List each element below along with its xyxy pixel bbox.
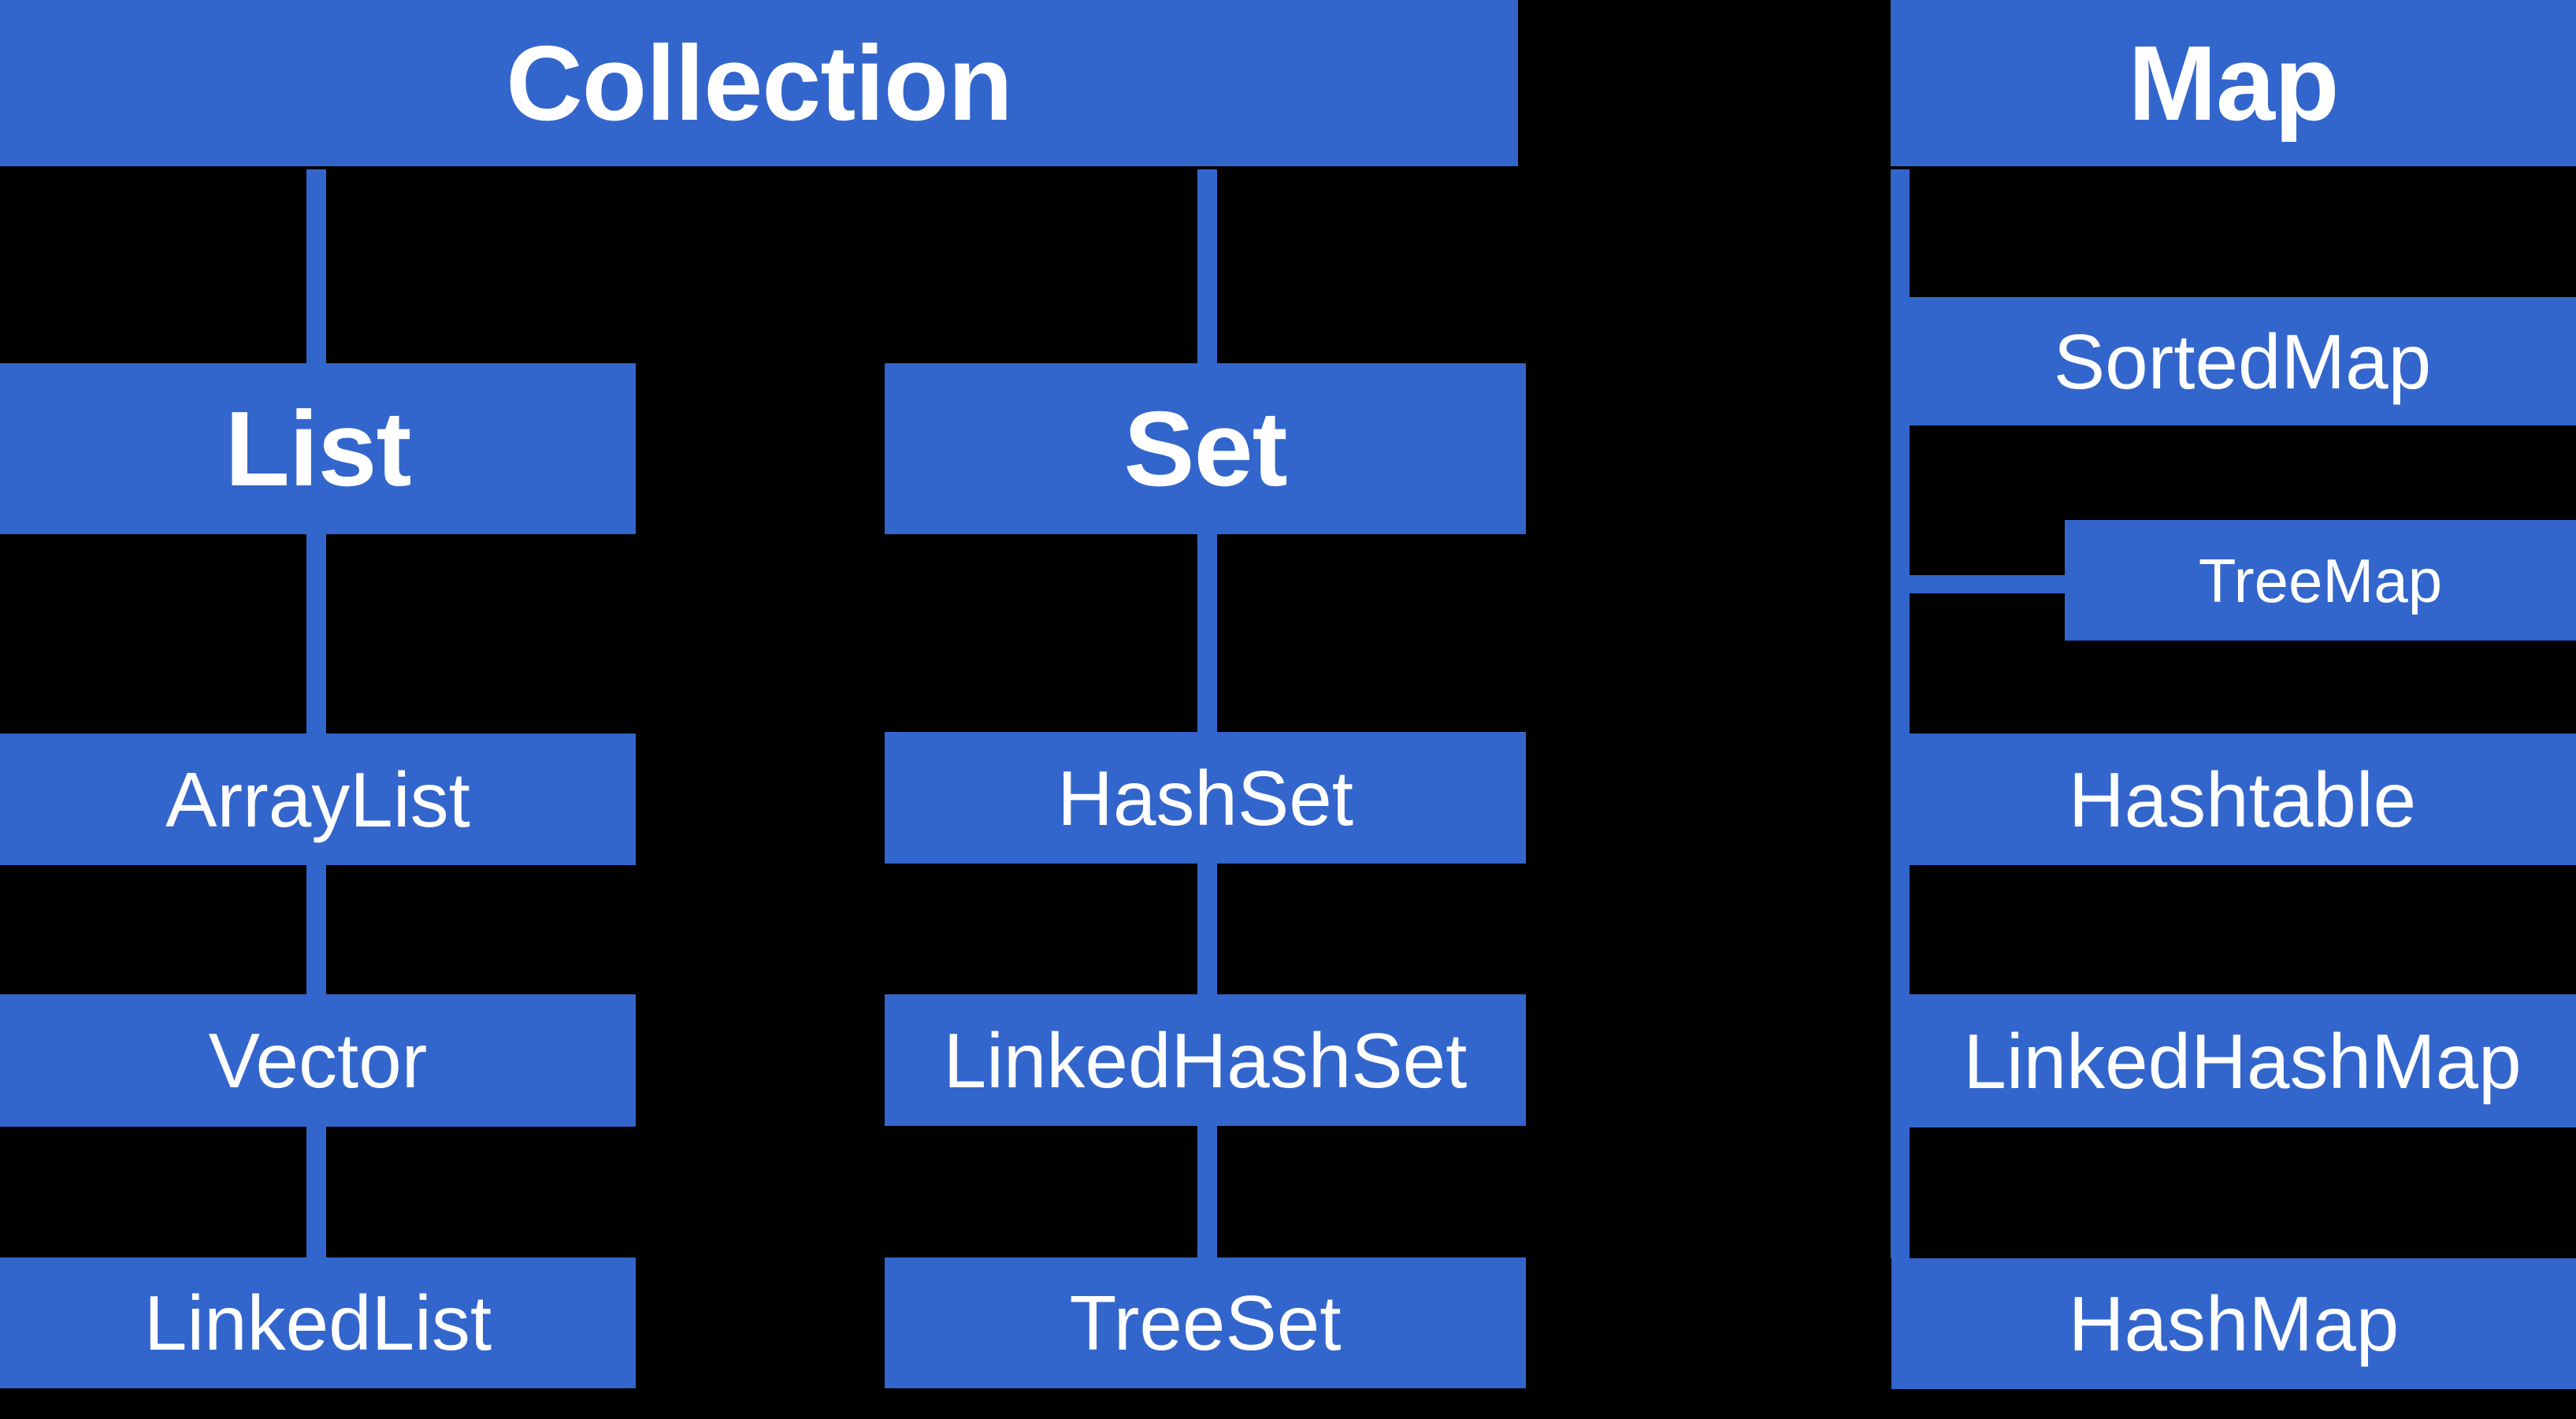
node-treemap: TreeMap bbox=[2065, 520, 2576, 641]
edge-sortedmap-to-treemap bbox=[1891, 575, 2065, 593]
edge-set-children-spine bbox=[1197, 534, 1217, 1257]
node-sortedmap: SortedMap bbox=[1909, 297, 2576, 425]
edge-collection-to-list bbox=[306, 169, 326, 363]
node-hashmap: HashMap bbox=[1891, 1258, 2576, 1389]
edge-map-children-spine bbox=[1891, 169, 1910, 1258]
node-linkedhashmap: LinkedHashMap bbox=[1909, 994, 2576, 1127]
node-arraylist: ArrayList bbox=[0, 734, 636, 865]
node-hashtable: Hashtable bbox=[1909, 734, 2576, 865]
node-treeset: TreeSet bbox=[885, 1257, 1526, 1388]
edge-collection-to-set bbox=[1197, 169, 1217, 363]
node-linkedhashset: LinkedHashSet bbox=[885, 994, 1526, 1126]
node-map: Map bbox=[1891, 0, 2576, 166]
node-linkedlist: LinkedList bbox=[0, 1257, 636, 1388]
node-hashset: HashSet bbox=[885, 732, 1526, 864]
node-vector: Vector bbox=[0, 994, 636, 1127]
node-collection: Collection bbox=[0, 0, 1518, 166]
node-list: List bbox=[0, 363, 636, 534]
node-set: Set bbox=[885, 363, 1526, 534]
edge-list-children-spine bbox=[306, 534, 326, 1257]
